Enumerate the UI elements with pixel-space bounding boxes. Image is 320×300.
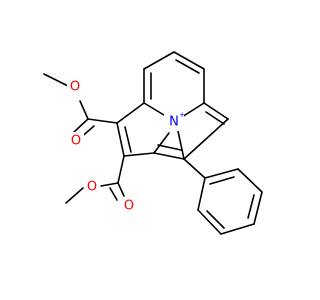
bond bbox=[220, 223, 255, 235]
structure-drawing: N + O O O O bbox=[43, 51, 263, 235]
bond bbox=[100, 182, 119, 187]
bond-double bbox=[124, 126, 132, 153]
nitrogen-label: N bbox=[169, 115, 179, 130]
bond bbox=[253, 191, 263, 225]
molecule-diagram: N + O O O O bbox=[43, 51, 263, 235]
bond bbox=[153, 132, 170, 154]
bond-double bbox=[157, 144, 182, 151]
bond bbox=[177, 130, 185, 160]
atom-labels: N + O O O O bbox=[67, 78, 185, 215]
bond bbox=[143, 51, 175, 70]
bond-double bbox=[109, 187, 118, 201]
bond bbox=[79, 100, 89, 120]
nitrogen-charge-label: + bbox=[179, 111, 185, 119]
bond bbox=[65, 187, 84, 204]
bond bbox=[183, 158, 206, 179]
bond-double bbox=[205, 111, 225, 125]
bond-double bbox=[247, 194, 255, 219]
bond bbox=[123, 152, 155, 157]
bond bbox=[116, 122, 125, 157]
bond bbox=[117, 155, 125, 184]
bond bbox=[73, 118, 89, 133]
bond bbox=[117, 182, 125, 197]
oxygen-carbonyl-bottom-label: O bbox=[124, 199, 134, 214]
oxygen-carbonyl-top-label: O bbox=[71, 134, 81, 149]
bond bbox=[43, 73, 69, 87]
bond bbox=[173, 51, 205, 70]
bond bbox=[197, 209, 222, 235]
bond bbox=[87, 118, 118, 124]
bond bbox=[116, 102, 145, 124]
bond-double bbox=[175, 59, 200, 74]
bond-double bbox=[209, 176, 235, 185]
bond bbox=[153, 152, 185, 160]
bond bbox=[181, 102, 205, 118]
bond-double bbox=[206, 210, 225, 229]
bond bbox=[237, 168, 263, 193]
bond bbox=[204, 168, 239, 179]
oxygen-ester-bottom-label: O bbox=[87, 180, 97, 195]
oxygen-ester-top-label: O bbox=[70, 80, 80, 95]
bond bbox=[183, 118, 229, 160]
bond bbox=[203, 102, 229, 120]
bond bbox=[197, 177, 206, 211]
